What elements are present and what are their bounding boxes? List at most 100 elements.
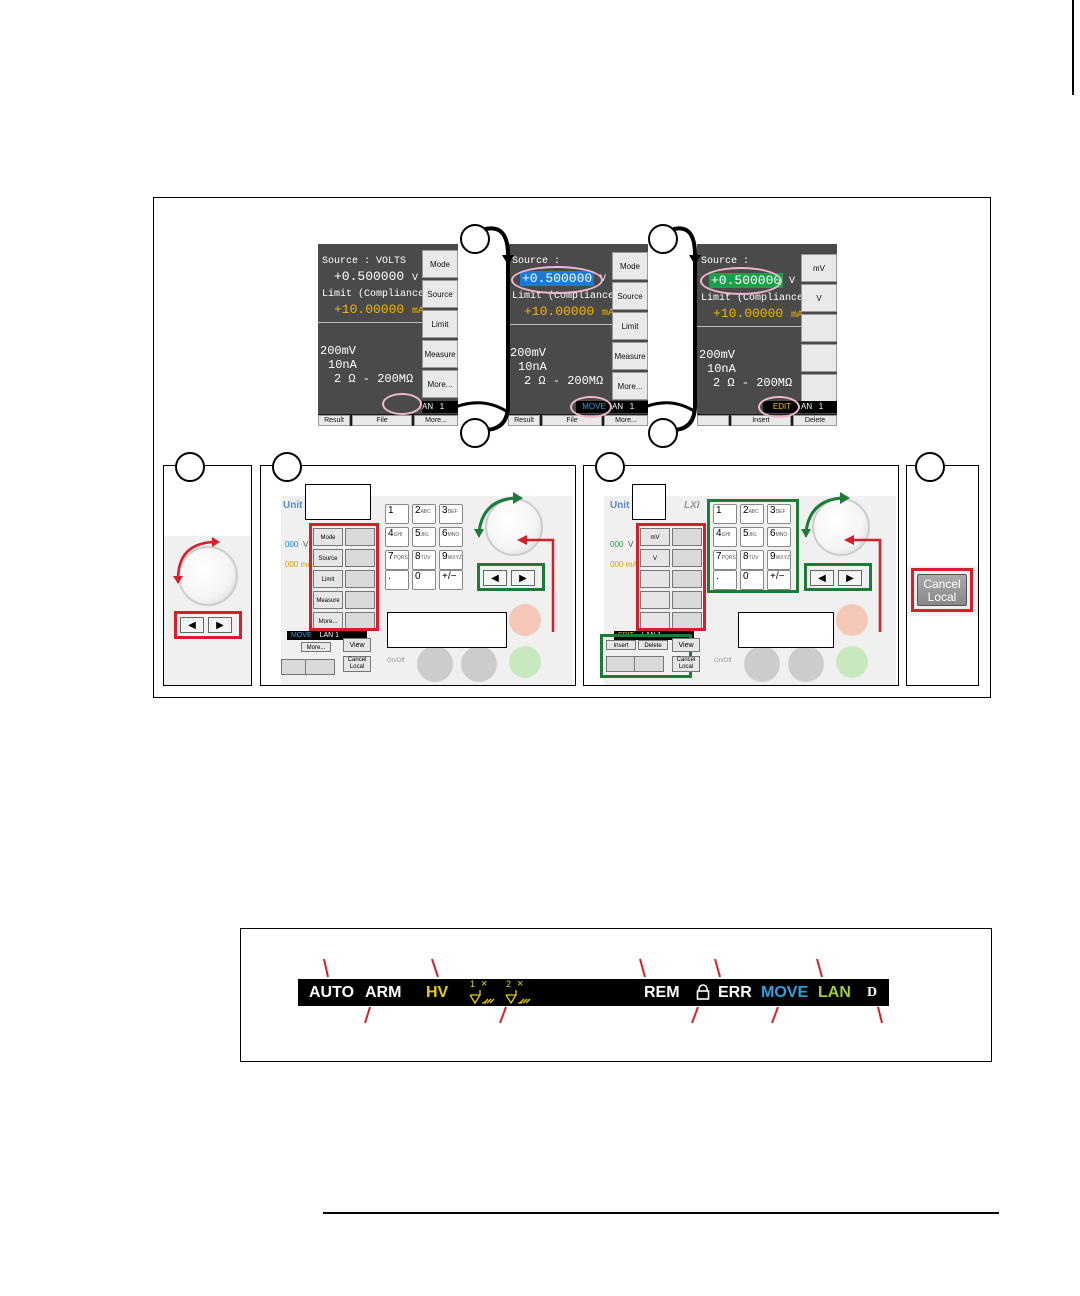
arrow-right-key[interactable]: ▶ (511, 570, 535, 586)
channel-1-off-mark: × (481, 978, 488, 990)
limit-unit: mA (412, 306, 425, 317)
value-highlight-oval (700, 267, 782, 295)
keypad-key[interactable]: 0 (740, 570, 764, 590)
keypad-key[interactable]: 9WXYZ (439, 550, 463, 570)
softkey[interactable] (801, 374, 837, 402)
bottom-key[interactable]: Insert (731, 415, 791, 426)
source-unit: V (600, 274, 607, 285)
softkey[interactable]: Measure (422, 340, 458, 368)
softkey[interactable]: Mode (422, 250, 458, 278)
keypad-key[interactable]: 5JKL (412, 527, 436, 547)
arrow-left-key[interactable]: ◀ (483, 570, 507, 586)
softkey[interactable]: Measure (313, 591, 343, 609)
keypad-key[interactable]: 1 (385, 504, 409, 524)
panel-button[interactable] (672, 549, 702, 567)
keypad-key[interactable]: 2ABC (412, 504, 436, 524)
partial-unit: mA (625, 560, 638, 569)
keypad-key[interactable]: 3DEF (767, 504, 791, 524)
cancel-local-key[interactable]: Cancel Local (917, 574, 967, 606)
step-circle (915, 452, 945, 482)
bottom-key[interactable]: More... (604, 415, 648, 426)
keypad-key[interactable]: 1 (713, 504, 737, 524)
softkey[interactable]: V (801, 284, 837, 312)
panel-button[interactable] (345, 591, 375, 609)
bottom-key[interactable]: Result (318, 415, 350, 426)
panel-button[interactable] (672, 591, 702, 609)
rotary-knob[interactable] (485, 498, 543, 556)
step-circle (460, 224, 490, 254)
keypad-key[interactable]: 6MNO (767, 527, 791, 547)
cancel-local-key[interactable]: Cancel Local (672, 656, 700, 672)
arm-indicator: ARM (365, 984, 402, 1001)
softkey[interactable]: mV (801, 254, 837, 282)
keypad-key[interactable]: 2ABC (740, 504, 764, 524)
arrow-right-key[interactable]: ▶ (208, 617, 232, 633)
softkey[interactable]: Limit (313, 570, 343, 588)
keypad-key[interactable]: . (713, 570, 737, 590)
panel-button[interactable] (634, 656, 664, 672)
panel-button[interactable] (672, 528, 702, 546)
softkey[interactable]: Measure (612, 342, 648, 370)
keypad-key[interactable]: 0 (412, 570, 436, 590)
keypad-key[interactable]: 8TUV (740, 550, 764, 570)
softkey[interactable]: Limit (612, 312, 648, 340)
softkeys-highlight (636, 523, 706, 631)
softkeys-highlight (309, 523, 379, 631)
keypad-key[interactable]: 9WXYZ (767, 550, 791, 570)
bottom-key[interactable]: File (542, 415, 602, 426)
panel-button[interactable] (672, 570, 702, 588)
status-highlight-oval (758, 396, 800, 418)
keypad-key[interactable]: 8TUV (412, 550, 436, 570)
softkey[interactable]: Source (612, 282, 648, 310)
view-key[interactable]: View (672, 638, 700, 652)
keypad-key[interactable]: +/− (767, 570, 791, 590)
keypad-key[interactable]: 6MNO (439, 527, 463, 547)
bottom-key[interactable]: More... (301, 642, 331, 652)
arrow-left-key[interactable]: ◀ (180, 617, 204, 633)
cancel-local-key[interactable]: Cancel Local (343, 656, 371, 672)
bottom-key[interactable]: Result (508, 415, 540, 426)
bottom-key[interactable]: Insert (606, 640, 636, 650)
panel-button[interactable] (345, 528, 375, 546)
bottom-key[interactable]: More... (414, 415, 458, 426)
keypad-key[interactable]: 4GHI (713, 527, 737, 547)
keypad-key[interactable]: . (385, 570, 409, 590)
arrow-right-key[interactable]: ▶ (838, 570, 862, 586)
limit-value: +10.00000 (334, 302, 405, 317)
softkey[interactable]: Source (313, 549, 343, 567)
partial-unit: V (303, 540, 309, 549)
keypad-key[interactable]: 3DEF (439, 504, 463, 524)
softkey[interactable]: Source (422, 280, 458, 308)
rotate-arrow (474, 492, 523, 538)
softkey[interactable] (801, 344, 837, 372)
softkey[interactable]: Limit (422, 310, 458, 338)
keypad-key[interactable]: 4GHI (385, 527, 409, 547)
softkey[interactable]: More... (422, 370, 458, 398)
arrow-keys-highlight (174, 611, 242, 639)
rotary-knob[interactable] (178, 546, 238, 606)
softkey[interactable]: V (640, 549, 670, 567)
bottom-key[interactable]: Delete (638, 640, 668, 650)
softkey[interactable] (640, 591, 670, 609)
softkey[interactable]: More... (612, 372, 648, 400)
panel-button[interactable] (345, 549, 375, 567)
keypad-key[interactable]: 7PQRS (713, 550, 737, 570)
softkey[interactable]: Mode (612, 252, 648, 280)
keypad-key[interactable]: 7PQRS (385, 550, 409, 570)
panel-button[interactable] (345, 570, 375, 588)
on-off-label: On/Off (387, 658, 405, 664)
bottom-key[interactable]: Delete (793, 415, 837, 426)
panel-button[interactable] (305, 659, 335, 675)
limit-value: +10.00000 (524, 304, 595, 319)
rotary-knob[interactable] (812, 498, 870, 556)
keypad-key[interactable]: +/− (439, 570, 463, 590)
arrow-left-key[interactable]: ◀ (810, 570, 834, 586)
view-key[interactable]: View (343, 638, 371, 652)
bottom-key-blank[interactable] (697, 415, 729, 426)
softkey[interactable]: Mode (313, 528, 343, 546)
softkey[interactable] (640, 570, 670, 588)
softkey[interactable]: mV (640, 528, 670, 546)
softkey[interactable] (801, 314, 837, 342)
keypad-key[interactable]: 5JKL (740, 527, 764, 547)
bottom-key[interactable]: File (352, 415, 412, 426)
